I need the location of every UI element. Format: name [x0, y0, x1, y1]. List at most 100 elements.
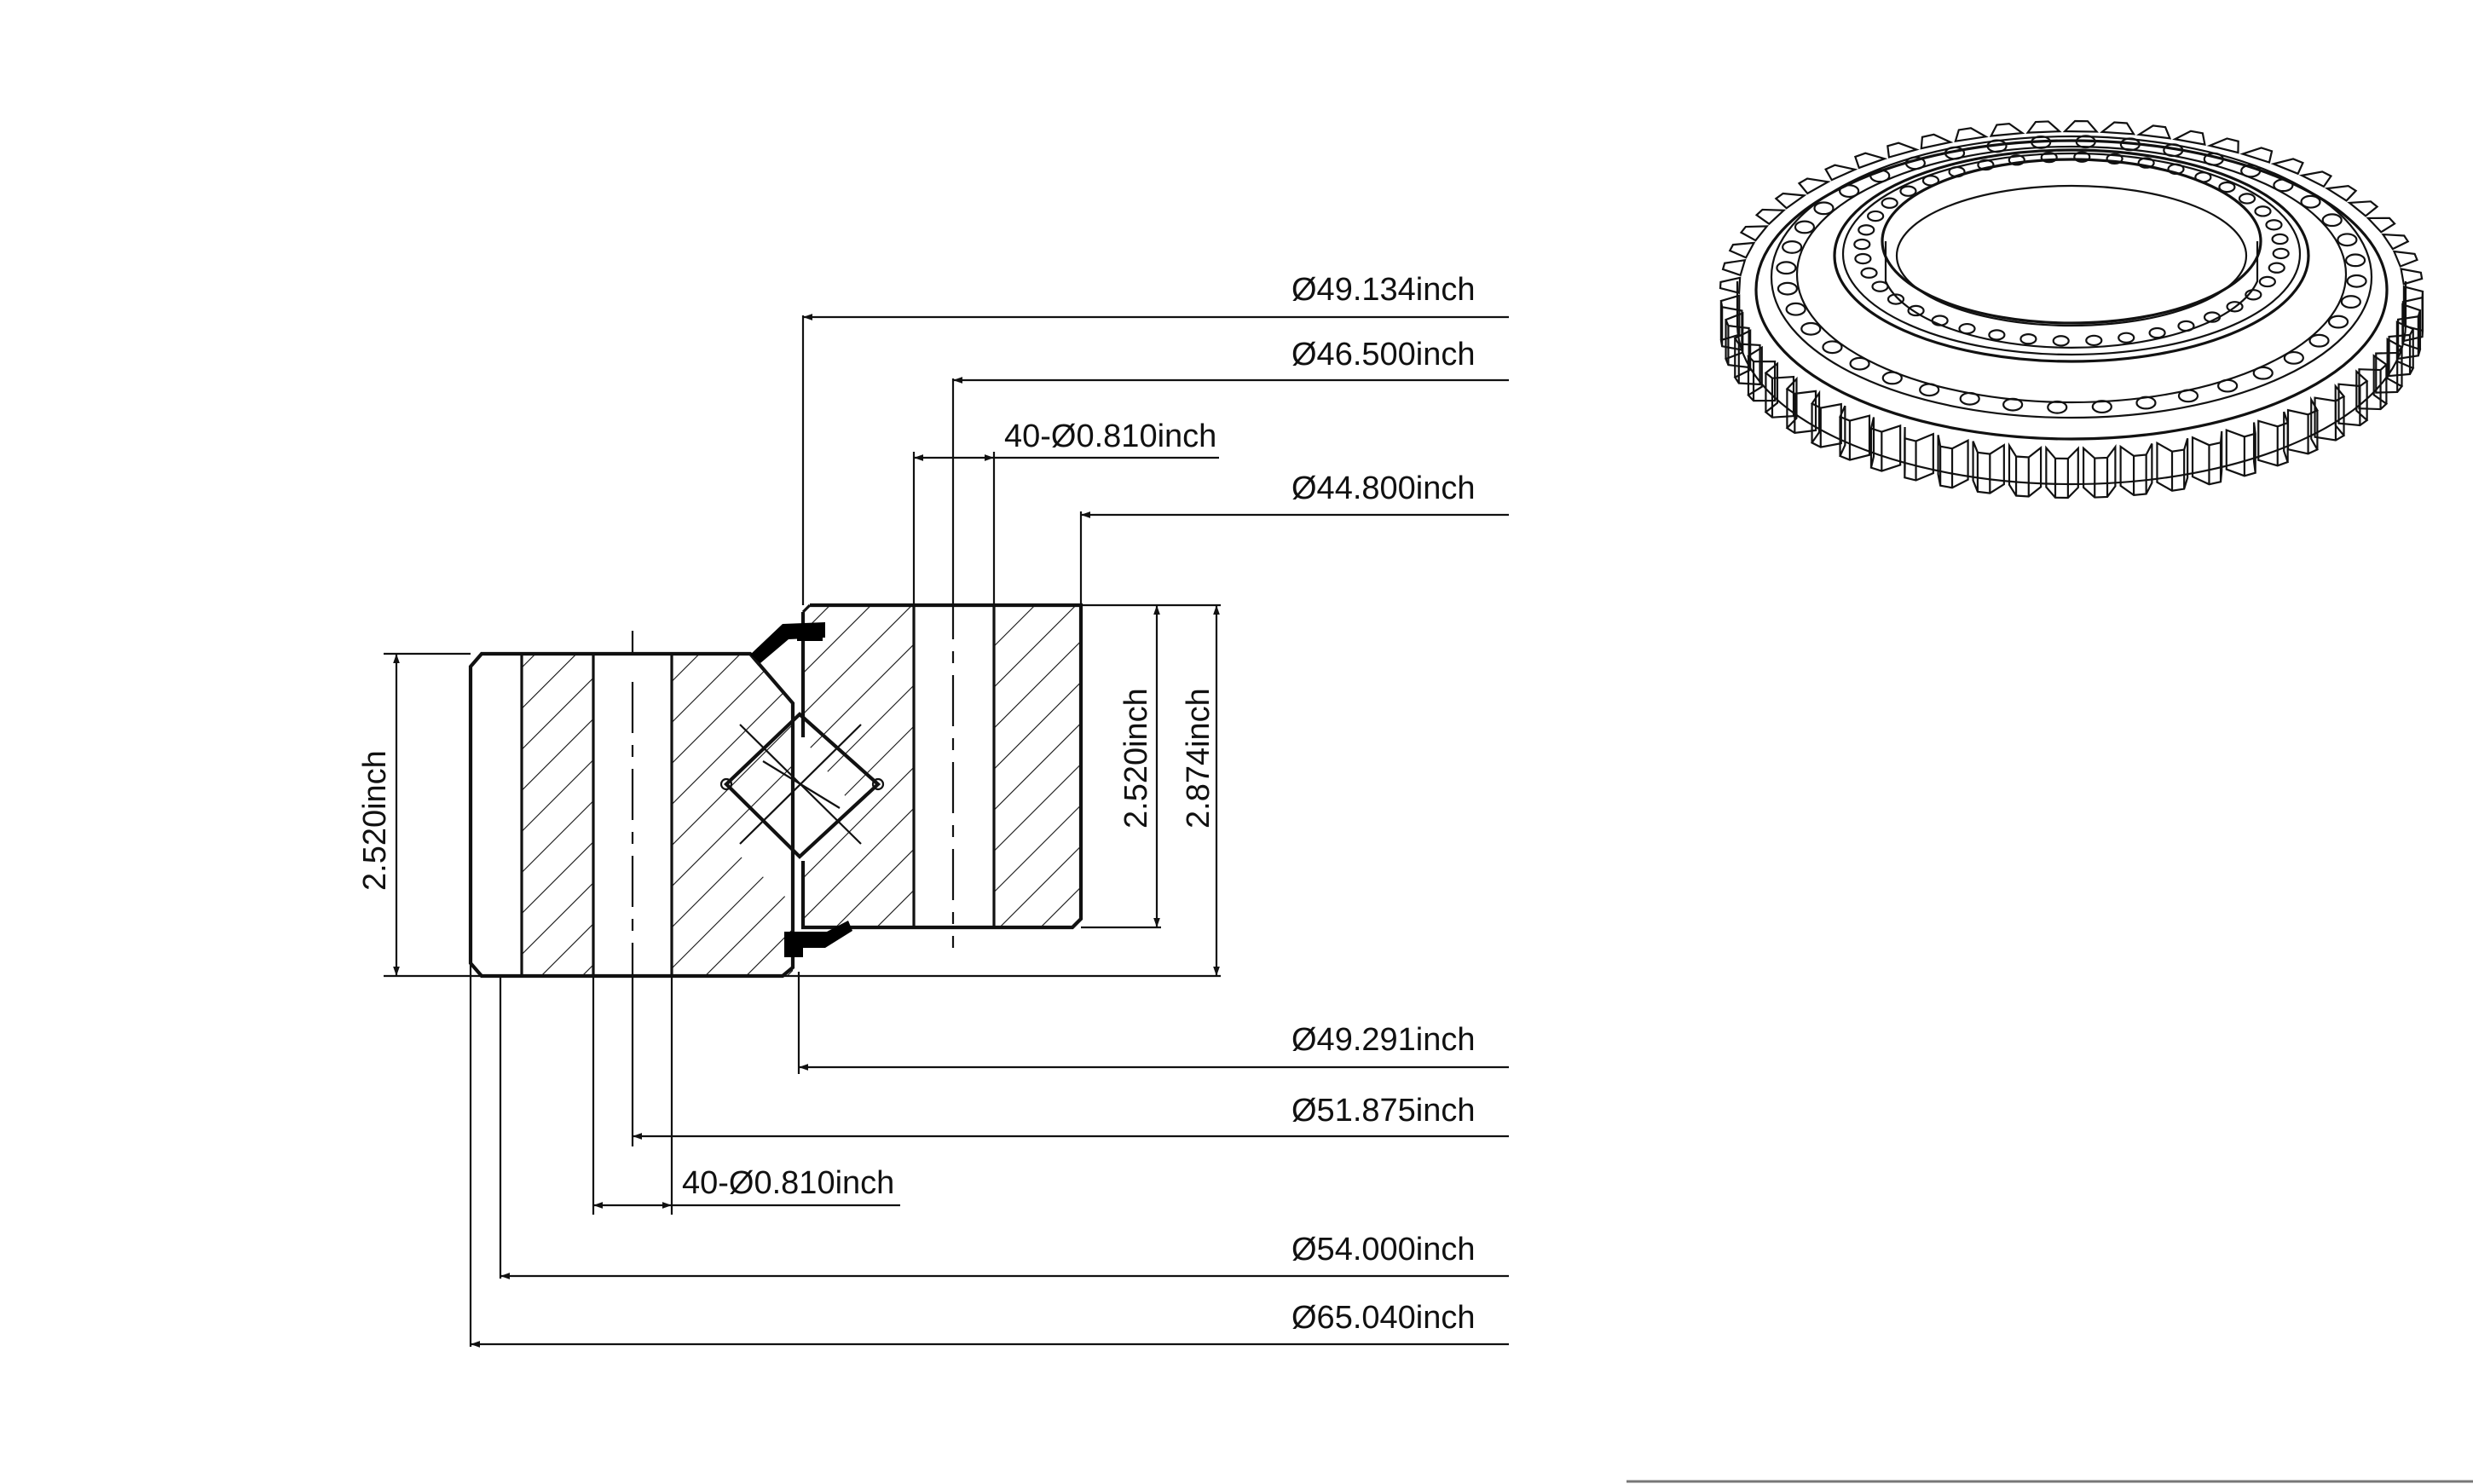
bolt-hole [1881, 197, 1898, 209]
bolt-hole [1869, 169, 1891, 183]
gear-tooth [2025, 120, 2062, 134]
gear-tooth [2337, 369, 2369, 427]
seals [750, 622, 852, 957]
bolt-hole [2273, 178, 2294, 193]
outer-bolt-holes [1776, 135, 2367, 414]
gear-tooth [1972, 441, 2005, 494]
bolt-hole [1959, 391, 1980, 406]
gear-tooth [2206, 137, 2239, 154]
gear-tooth [2135, 124, 2172, 140]
bolt-hole [1794, 220, 1816, 234]
gear-tooth [2270, 158, 2304, 176]
bolt-hole [2031, 135, 2052, 149]
dim-d65040: Ø65.040inch [1291, 1300, 1476, 1336]
gear-tooth [1721, 258, 1747, 277]
dim-d51875: Ø51.875inch [1291, 1093, 1476, 1129]
bolt-hole [1899, 185, 1917, 197]
gear-tooth [1810, 390, 1842, 448]
gear-tooth [2314, 383, 2346, 442]
section-view [468, 588, 1083, 980]
gear-tooth [2400, 268, 2424, 286]
gear-tooth [1853, 152, 1888, 170]
gear-tooth [1824, 164, 1858, 182]
dim-holes-bottom: 40-Ø0.810inch [682, 1165, 894, 1201]
bolt-hole [2203, 152, 2224, 166]
gear-tooth [1869, 417, 1902, 472]
gear-tooth [2008, 442, 2043, 498]
bolt-hole [1800, 321, 1822, 336]
gear-tooth [2062, 119, 2100, 133]
inner-ring-section [800, 588, 1083, 948]
gear-tooth [1797, 177, 1831, 195]
bolt-hole [2327, 315, 2349, 329]
inner-bolt-holes [1853, 151, 2290, 347]
gear-ring-3d [1719, 119, 2424, 499]
gear-tooth [2099, 121, 2136, 136]
bolt-hole [1904, 156, 1926, 170]
bolt-hole [2040, 151, 2058, 164]
bolt-hole [2047, 400, 2068, 414]
bolt-hole [2073, 151, 2091, 163]
bolt-hole [1854, 252, 1872, 265]
gear-tooth [1774, 192, 1807, 210]
bolt-hole [2272, 247, 2290, 260]
bolt-hole [2271, 233, 2289, 245]
bolt-hole [2238, 193, 2256, 205]
gear-tooth [2156, 437, 2189, 492]
gear-tooth [1764, 361, 1795, 419]
bolt-hole [2119, 137, 2141, 152]
gear-tooth [1887, 141, 1920, 159]
bolt-hole [1907, 304, 1925, 317]
gear-tooth [2191, 430, 2223, 486]
bolt-hole [2085, 334, 2103, 347]
bolt-hole [1867, 210, 1885, 222]
ring-side [1736, 281, 2407, 486]
bolt-hole [2008, 154, 2025, 166]
bolt-hole [2265, 219, 2283, 231]
gear-tooth [1739, 225, 1770, 242]
bolt-hole [1944, 146, 1966, 160]
gear-tooth [1728, 241, 1756, 259]
gear-tooth [2366, 217, 2396, 234]
bolt-hole [2019, 333, 2037, 345]
gear-tooth [1785, 376, 1817, 435]
gear-tooth [1839, 405, 1871, 461]
bolt-hole [2091, 400, 2112, 414]
gear-tooth [1937, 435, 1969, 489]
bolt-hole [2163, 143, 2184, 158]
bolt-hole [2252, 366, 2274, 380]
dim-d54000: Ø54.000inch [1291, 1232, 1476, 1267]
bolt-hole [2321, 213, 2343, 228]
bolt-hole [2118, 332, 2135, 344]
dim-height-left: 2.520inch [357, 750, 393, 891]
bolt-hole [1776, 261, 1797, 275]
gear-tooth [2257, 411, 2290, 467]
bolt-hole [1785, 302, 1806, 316]
gear-tooth [1754, 208, 1787, 226]
gear-tooth [2119, 442, 2153, 496]
gear-tooth [2239, 147, 2274, 164]
gear-tooth [2375, 338, 2404, 394]
bolt-hole [2052, 335, 2070, 347]
cross-roller [719, 712, 885, 859]
gear-tooth [2347, 200, 2379, 217]
gear-teeth [1719, 119, 2424, 499]
gear-tooth [1719, 276, 1742, 295]
bolt-hole [2177, 389, 2199, 403]
bolt-hole [2254, 205, 2272, 217]
dim-height-mid: 2.520inch [1118, 688, 1154, 829]
bolt-hole [1986, 139, 2008, 153]
gear-tooth [2172, 130, 2206, 146]
bolt-hole [1887, 293, 1905, 305]
dim-d44800: Ø44.800inch [1291, 471, 1476, 506]
bolt-hole [2337, 233, 2358, 247]
bolt-hole [1839, 184, 1860, 199]
outer-ring-section [468, 631, 795, 980]
gear-tooth [1989, 123, 2025, 137]
bolt-hole [2300, 194, 2321, 209]
bolt-hole [2135, 396, 2157, 410]
bolt-hole [1813, 201, 1835, 216]
gear-tooth [1733, 329, 1761, 386]
bolt-hole [1849, 356, 1870, 371]
bolt-hole [2106, 153, 2123, 165]
